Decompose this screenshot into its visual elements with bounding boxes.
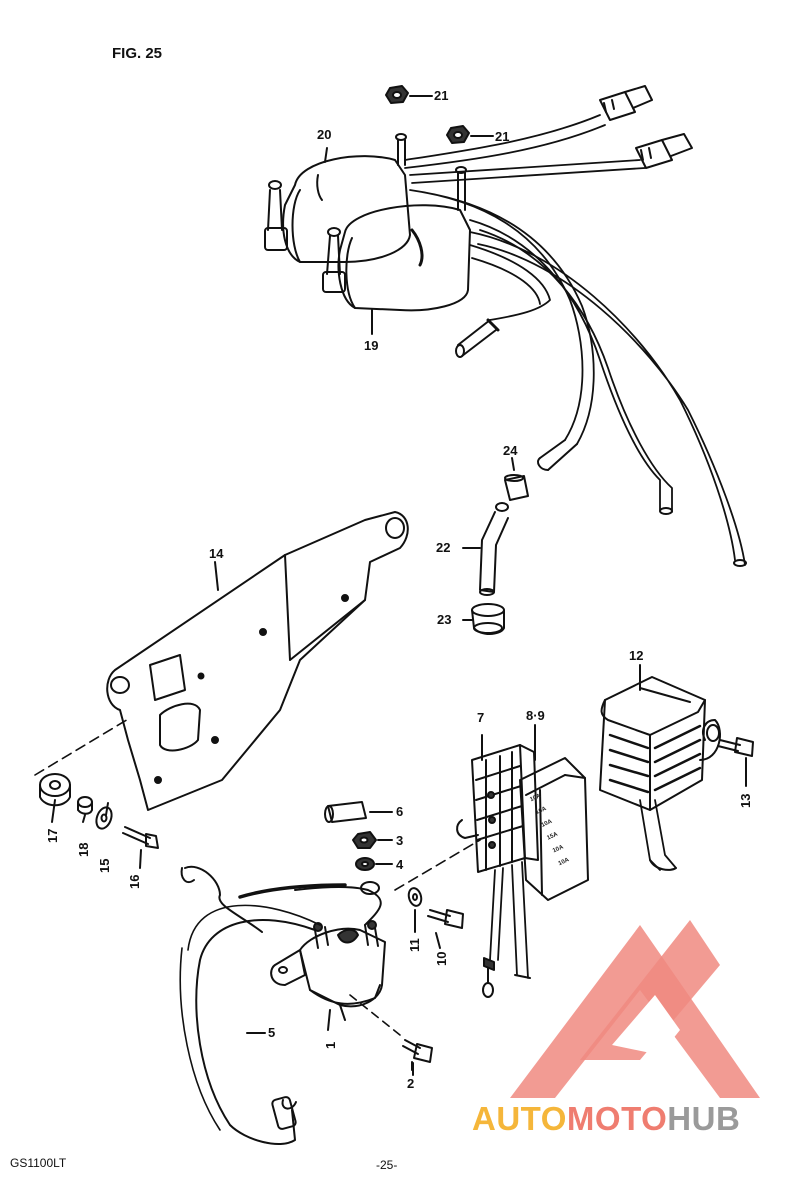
part-label-10: 10 [434, 951, 449, 966]
part-label-24: 24 [503, 443, 518, 458]
bolt-15 [122, 826, 159, 849]
collar-18 [77, 796, 93, 815]
starter-relay-1 [270, 920, 386, 1008]
part-label-1: 1 [323, 1041, 338, 1049]
part-label-23: 23 [437, 612, 452, 627]
watermark-moto: MOTO [566, 1100, 668, 1137]
ignition-coil-19 [322, 166, 471, 312]
part-label-19: 19 [364, 338, 379, 353]
part-label-22: 22 [436, 540, 451, 555]
part-label-21-lower: 21 [495, 129, 510, 144]
part-label-2: 2 [407, 1076, 415, 1091]
washer-11 [407, 887, 423, 907]
model-code: GS1100LT [10, 1156, 67, 1170]
washer-16 [95, 806, 113, 830]
part-label-21-upper: 21 [434, 88, 449, 103]
part-label-7: 7 [477, 710, 485, 725]
battery-cable-5 [179, 865, 382, 1145]
nut-3 [352, 831, 377, 849]
part-label-20: 20 [317, 127, 332, 142]
bolt-10 [427, 909, 464, 929]
nut-21-upper [385, 85, 409, 104]
part-label-3: 3 [396, 833, 404, 848]
part-label-17: 17 [45, 828, 60, 843]
automotohub-logo [510, 920, 760, 1098]
connector-lower [635, 133, 693, 169]
fuse-rating-5: 10A [552, 844, 565, 854]
fuse-rating-3: 10A [541, 819, 554, 829]
part-label-4: 4 [396, 857, 404, 872]
figure-title: FIG. 25 [112, 45, 163, 62]
watermark-text: AUTOMOTOHUB [472, 1100, 740, 1138]
fuse-rating-4: 15A [546, 831, 559, 841]
fuse-rating-1: 10A [529, 793, 542, 803]
bolt-2 [402, 1039, 433, 1063]
part-label-15: 16 [127, 874, 142, 889]
bolt-13 [717, 737, 754, 757]
part-label-14: 14 [209, 546, 224, 561]
nut-21-lower [446, 125, 470, 144]
cap-24 [504, 474, 529, 501]
fuse-cover-text: 10A 10A 10A 15A 10A 10A [529, 793, 571, 867]
part-label-8-9: 8·9 [526, 708, 545, 723]
part-label-12: 12 [629, 648, 644, 663]
watermark-hub: HUB [667, 1100, 741, 1137]
fuse-rating-6: 10A [558, 857, 571, 867]
washer-4 [355, 857, 375, 871]
ignition-coil-20 [264, 133, 411, 263]
bracket-14 [106, 511, 409, 811]
part-label-18: 18 [76, 842, 91, 857]
fuse-rating-2: 10A [535, 806, 548, 816]
plug-cap-22 [479, 502, 509, 596]
part-label-13: 13 [738, 793, 753, 808]
cap-6 [324, 801, 367, 823]
part-label-6: 6 [396, 804, 404, 819]
part-label-16: 15 [97, 858, 112, 873]
fuse-cover-8-9 [519, 757, 589, 901]
part-label-11: 11 [407, 938, 422, 952]
page-number: -25- [376, 1158, 398, 1172]
regulator-rectifier-12 [599, 676, 721, 871]
watermark-auto: AUTO [472, 1100, 567, 1137]
seal-23 [471, 603, 505, 635]
part-label-5: 5 [268, 1025, 276, 1040]
connector-upper [599, 85, 653, 121]
